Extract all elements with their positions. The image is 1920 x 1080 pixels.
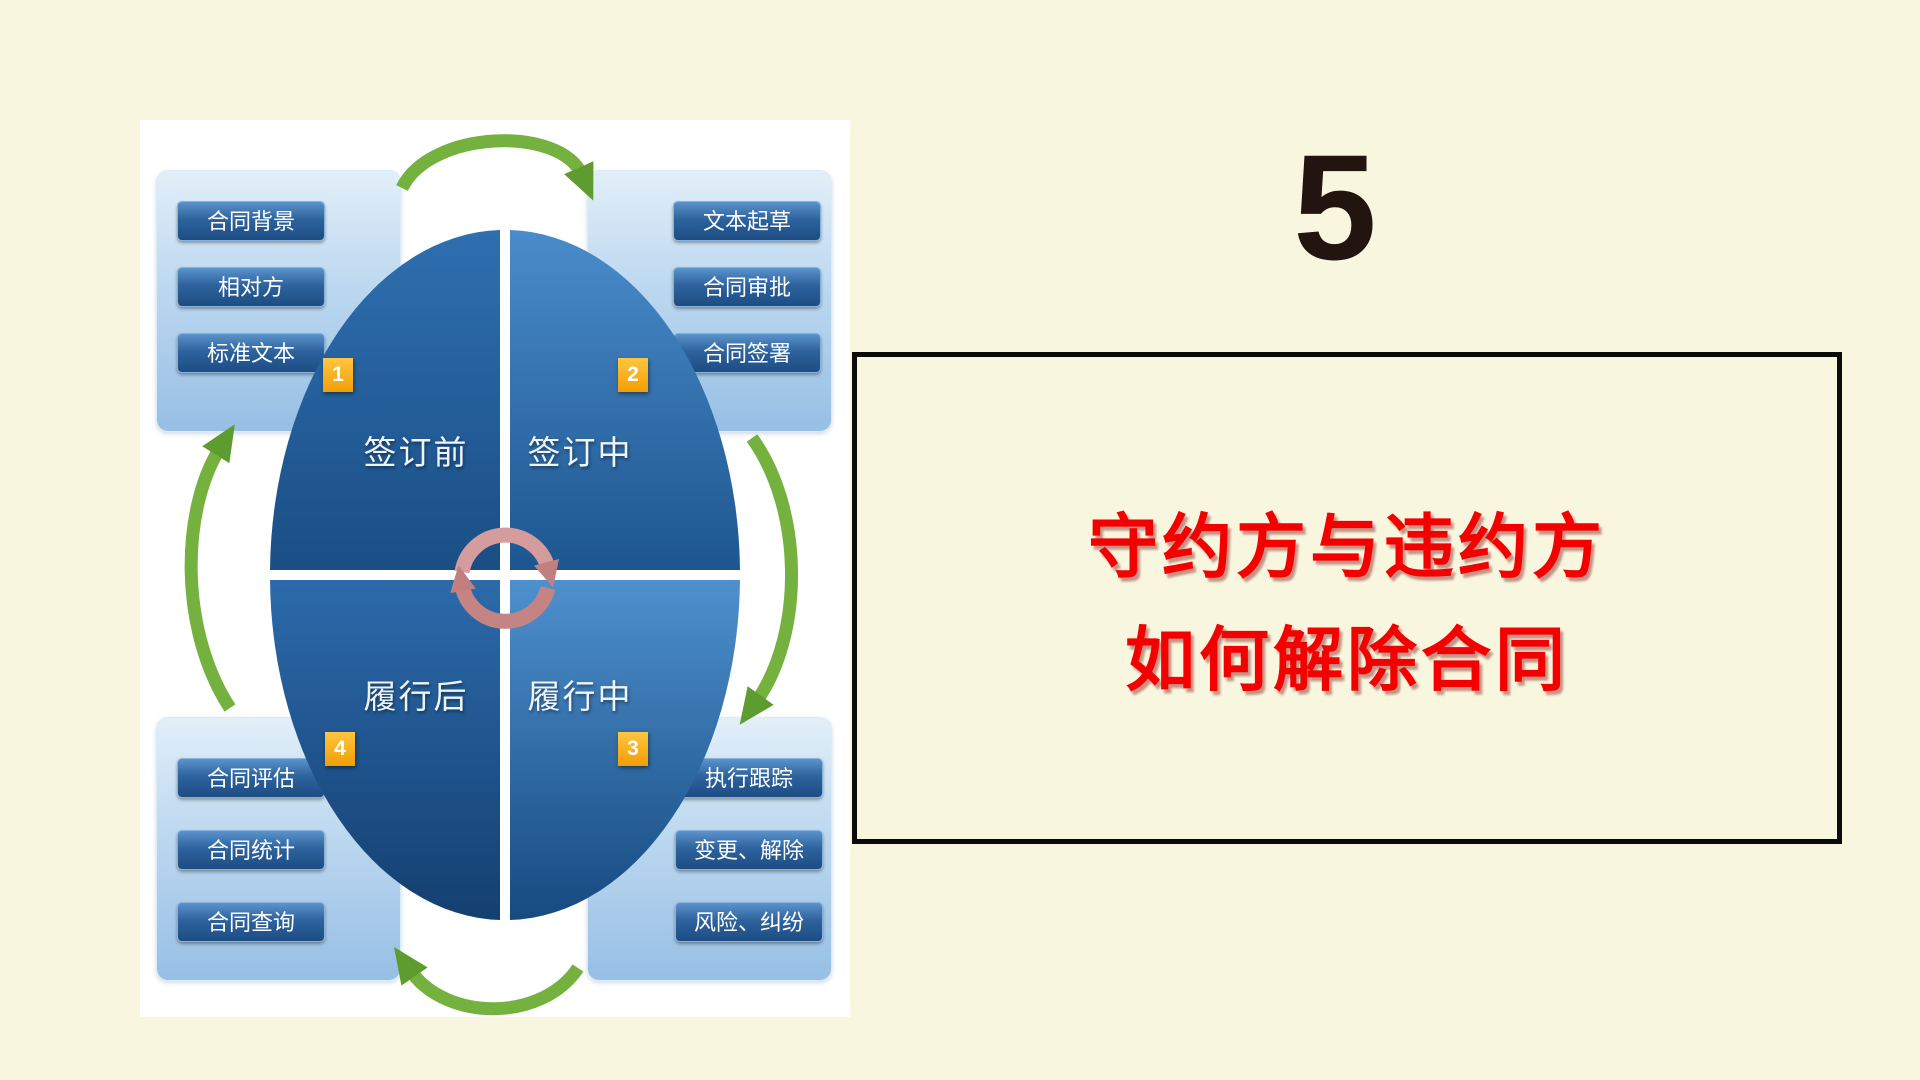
panel-item-button: 变更、解除 [675, 830, 823, 870]
quadrant-label-pre-signing: 签订前 [363, 434, 469, 471]
refresh-cycle-bottom-icon [450, 565, 556, 629]
title-box: 守约方与违约方 如何解除合同 [852, 352, 1842, 844]
quadrant-pre-signing-shape [270, 230, 500, 570]
panel-item-button: 文本起草 [673, 201, 821, 241]
refresh-cycle-top-icon [454, 527, 560, 588]
quadrant-label-signing: 签订中 [527, 434, 633, 471]
cycle-arrow-left-icon [184, 424, 236, 712]
panel-pre-signing-items: 合同背景 相对方 标准文本 [156, 170, 401, 432]
panel-item-button: 合同查询 [177, 902, 325, 942]
panel-item-button: 合同审批 [673, 267, 821, 307]
lifecycle-wheel-graphic [184, 134, 798, 1016]
quadrant-post-execution-shape [270, 580, 500, 920]
panel-item-button: 合同统计 [177, 830, 325, 870]
slide-title-line-2: 如何解除合同 [1125, 621, 1569, 699]
quadrant-label-post-execution: 履行后 [363, 678, 469, 715]
quadrant-label-executing: 履行中 [527, 678, 633, 715]
panel-item-button: 合同背景 [177, 201, 325, 241]
panel-item-button: 合同评估 [177, 758, 325, 798]
panel-item-button: 标准文本 [177, 333, 325, 373]
panel-item-button: 合同签署 [673, 333, 821, 373]
step-badge-4: 4 [325, 732, 355, 766]
panel-post-execution-items: 合同评估 合同统计 合同查询 [156, 717, 401, 981]
step-badge-3: 3 [618, 732, 648, 766]
contract-lifecycle-diagram: 合同背景 相对方 标准文本 文本起草 合同审批 合同签署 合同评估 合同统计 合… [140, 120, 850, 1017]
cycle-arrow-right-icon [739, 434, 798, 725]
cycle-arrow-bottom-icon [394, 946, 584, 1016]
step-badge-2: 2 [618, 358, 648, 392]
slide-title-line-1: 守约方与违约方 [1088, 508, 1606, 586]
step-badge-1: 1 [323, 358, 353, 392]
cycle-arrow-top-icon [396, 134, 594, 201]
panel-item-button: 相对方 [177, 267, 325, 307]
panel-item-button: 风险、纠纷 [675, 902, 823, 942]
quadrant-signing-shape [510, 230, 740, 570]
slide-number: 5 [1293, 123, 1377, 291]
